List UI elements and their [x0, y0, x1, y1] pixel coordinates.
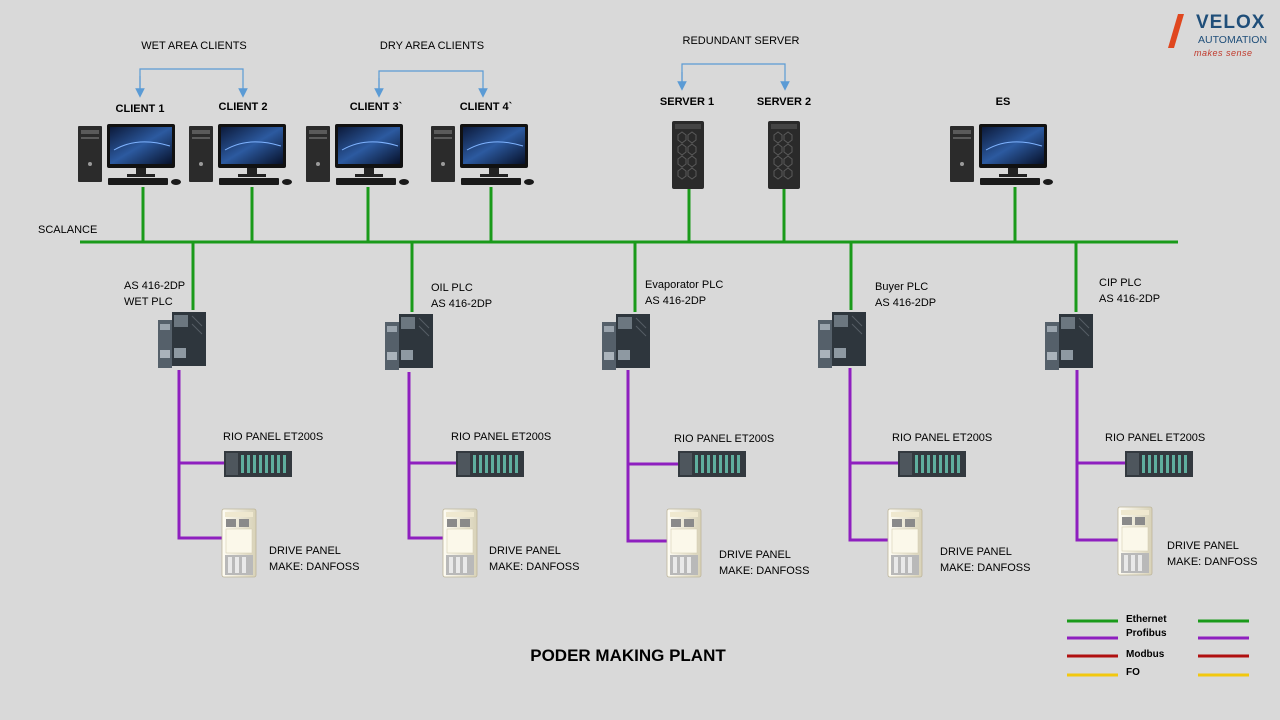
- oil-plc-label: OIL PLC AS 416-2DP: [431, 280, 492, 312]
- drive-panel-name: DRIVE PANEL: [1167, 540, 1239, 552]
- rio-panel-2: [456, 451, 524, 477]
- wet-plc-model: AS 416-2DP: [124, 280, 186, 292]
- client-4-label: CLIENT 4`: [459, 101, 513, 113]
- legend-modbus-label: Modbus: [1126, 649, 1165, 660]
- rio-panel-label: RIO PANEL ET200S: [892, 432, 993, 444]
- drive-panel-name: DRIVE PANEL: [940, 546, 1012, 558]
- drive-panel-3: [666, 508, 702, 578]
- server-1-tower: [671, 120, 705, 190]
- rio-panel-5: [1125, 451, 1193, 477]
- logo-brand: VELOX: [1196, 12, 1266, 33]
- server-2-tower: [767, 120, 801, 190]
- server-1-label: SERVER 1: [659, 96, 715, 108]
- drive-panel-label: DRIVE PANEL MAKE: DANFOSS: [940, 544, 1030, 576]
- legend-lines: [1067, 619, 1249, 677]
- scalance-label: SCALANCE: [38, 224, 98, 236]
- drive-panel-name: DRIVE PANEL: [489, 545, 561, 557]
- rio-panel-label: RIO PANEL ET200S: [674, 433, 775, 445]
- drive-panel-make: MAKE: DANFOSS: [940, 562, 1031, 574]
- drive-panel-name: DRIVE PANEL: [719, 549, 791, 561]
- drive-panel-label: DRIVE PANEL MAKE: DANFOSS: [269, 543, 359, 575]
- drive-panel-2: [442, 508, 478, 578]
- drive-panel-name: DRIVE PANEL: [269, 545, 341, 557]
- oil-plc-device: [384, 313, 434, 371]
- legend-ethernet-label: Ethernet: [1126, 614, 1167, 625]
- drive-panel-label: DRIVE PANEL MAKE: DANFOSS: [1167, 538, 1257, 570]
- cip-plc-name: CIP PLC: [1099, 277, 1142, 289]
- es-computer: [949, 123, 1054, 186]
- drive-panel-label: DRIVE PANEL MAKE: DANFOSS: [489, 543, 579, 575]
- wet-plc-label: AS 416-2DP WET PLC: [124, 278, 185, 310]
- rio-panel-1: [224, 451, 292, 477]
- rio-panel-label: RIO PANEL ET200S: [451, 431, 552, 443]
- oil-plc-name: OIL PLC: [431, 282, 473, 294]
- client-4-computer: [430, 123, 535, 186]
- client-1-computer: [77, 123, 182, 186]
- dry-area-arrow: [374, 70, 488, 98]
- oil-plc-model: AS 416-2DP: [431, 298, 493, 310]
- rio-panel-3: [678, 451, 746, 477]
- drive-panel-label: DRIVE PANEL MAKE: DANFOSS: [719, 547, 809, 579]
- legend-fo-label: FO: [1126, 667, 1140, 678]
- legend-profibus-label: Profibus: [1126, 628, 1167, 639]
- wet-area-clients-label: WET AREA CLIENTS: [141, 40, 247, 52]
- cip-plc-label: CIP PLC AS 416-2DP: [1099, 275, 1160, 307]
- logo-slash-icon: [1168, 14, 1184, 48]
- wet-plc-name: WET PLC: [124, 296, 173, 308]
- rio-panel-4: [898, 451, 966, 477]
- buyer-plc-name: Buyer PLC: [875, 281, 929, 293]
- logo-sub: AUTOMATION: [1198, 34, 1268, 46]
- rio-panel-label: RIO PANEL ET200S: [223, 431, 324, 443]
- evaporator-plc-device: [601, 313, 651, 371]
- drive-panel-make: MAKE: DANFOSS: [269, 561, 360, 573]
- client-3-computer: [305, 123, 410, 186]
- rio-panel-label: RIO PANEL ET200S: [1105, 432, 1206, 444]
- wet-plc-device: [157, 311, 207, 369]
- drive-panel-5: [1117, 506, 1153, 576]
- server-2-label: SERVER 2: [756, 96, 812, 108]
- dry-area-clients-label: DRY AREA CLIENTS: [379, 40, 485, 52]
- buyer-plc-device: [817, 311, 867, 369]
- cip-plc-model: AS 416-2DP: [1099, 293, 1161, 305]
- buyer-plc-model: AS 416-2DP: [875, 297, 937, 309]
- ethernet-lines: [80, 187, 1178, 312]
- buyer-plc-label: Buyer PLC AS 416-2DP: [875, 279, 936, 311]
- redundant-server-label: REDUNDANT SERVER: [682, 35, 800, 47]
- cip-plc-device: [1044, 313, 1094, 371]
- client-2-label: CLIENT 2: [218, 101, 268, 113]
- drive-panel-1: [221, 508, 257, 578]
- wet-area-arrow: [135, 68, 248, 98]
- drive-panel-make: MAKE: DANFOSS: [719, 565, 810, 577]
- evaporator-plc-model: AS 416-2DP: [645, 295, 707, 307]
- es-label: ES: [995, 96, 1011, 108]
- drive-panel-4: [887, 508, 923, 578]
- redundant-server-arrow: [677, 63, 790, 91]
- client-2-computer: [188, 123, 293, 186]
- velox-logo: VELOX AUTOMATION makes sense: [1168, 12, 1273, 60]
- profibus-lines: [177, 368, 1126, 543]
- logo-tagline: makes sense: [1194, 48, 1253, 58]
- drive-panel-make: MAKE: DANFOSS: [1167, 556, 1258, 568]
- evaporator-plc-label: Evaporator PLC AS 416-2DP: [645, 277, 723, 309]
- evaporator-plc-name: Evaporator PLC: [645, 279, 724, 291]
- client-1-label: CLIENT 1: [115, 103, 165, 115]
- drive-panel-make: MAKE: DANFOSS: [489, 561, 580, 573]
- client-3-label: CLIENT 3`: [349, 101, 403, 113]
- diagram-title: PODER MAKING PLANT: [530, 646, 726, 665]
